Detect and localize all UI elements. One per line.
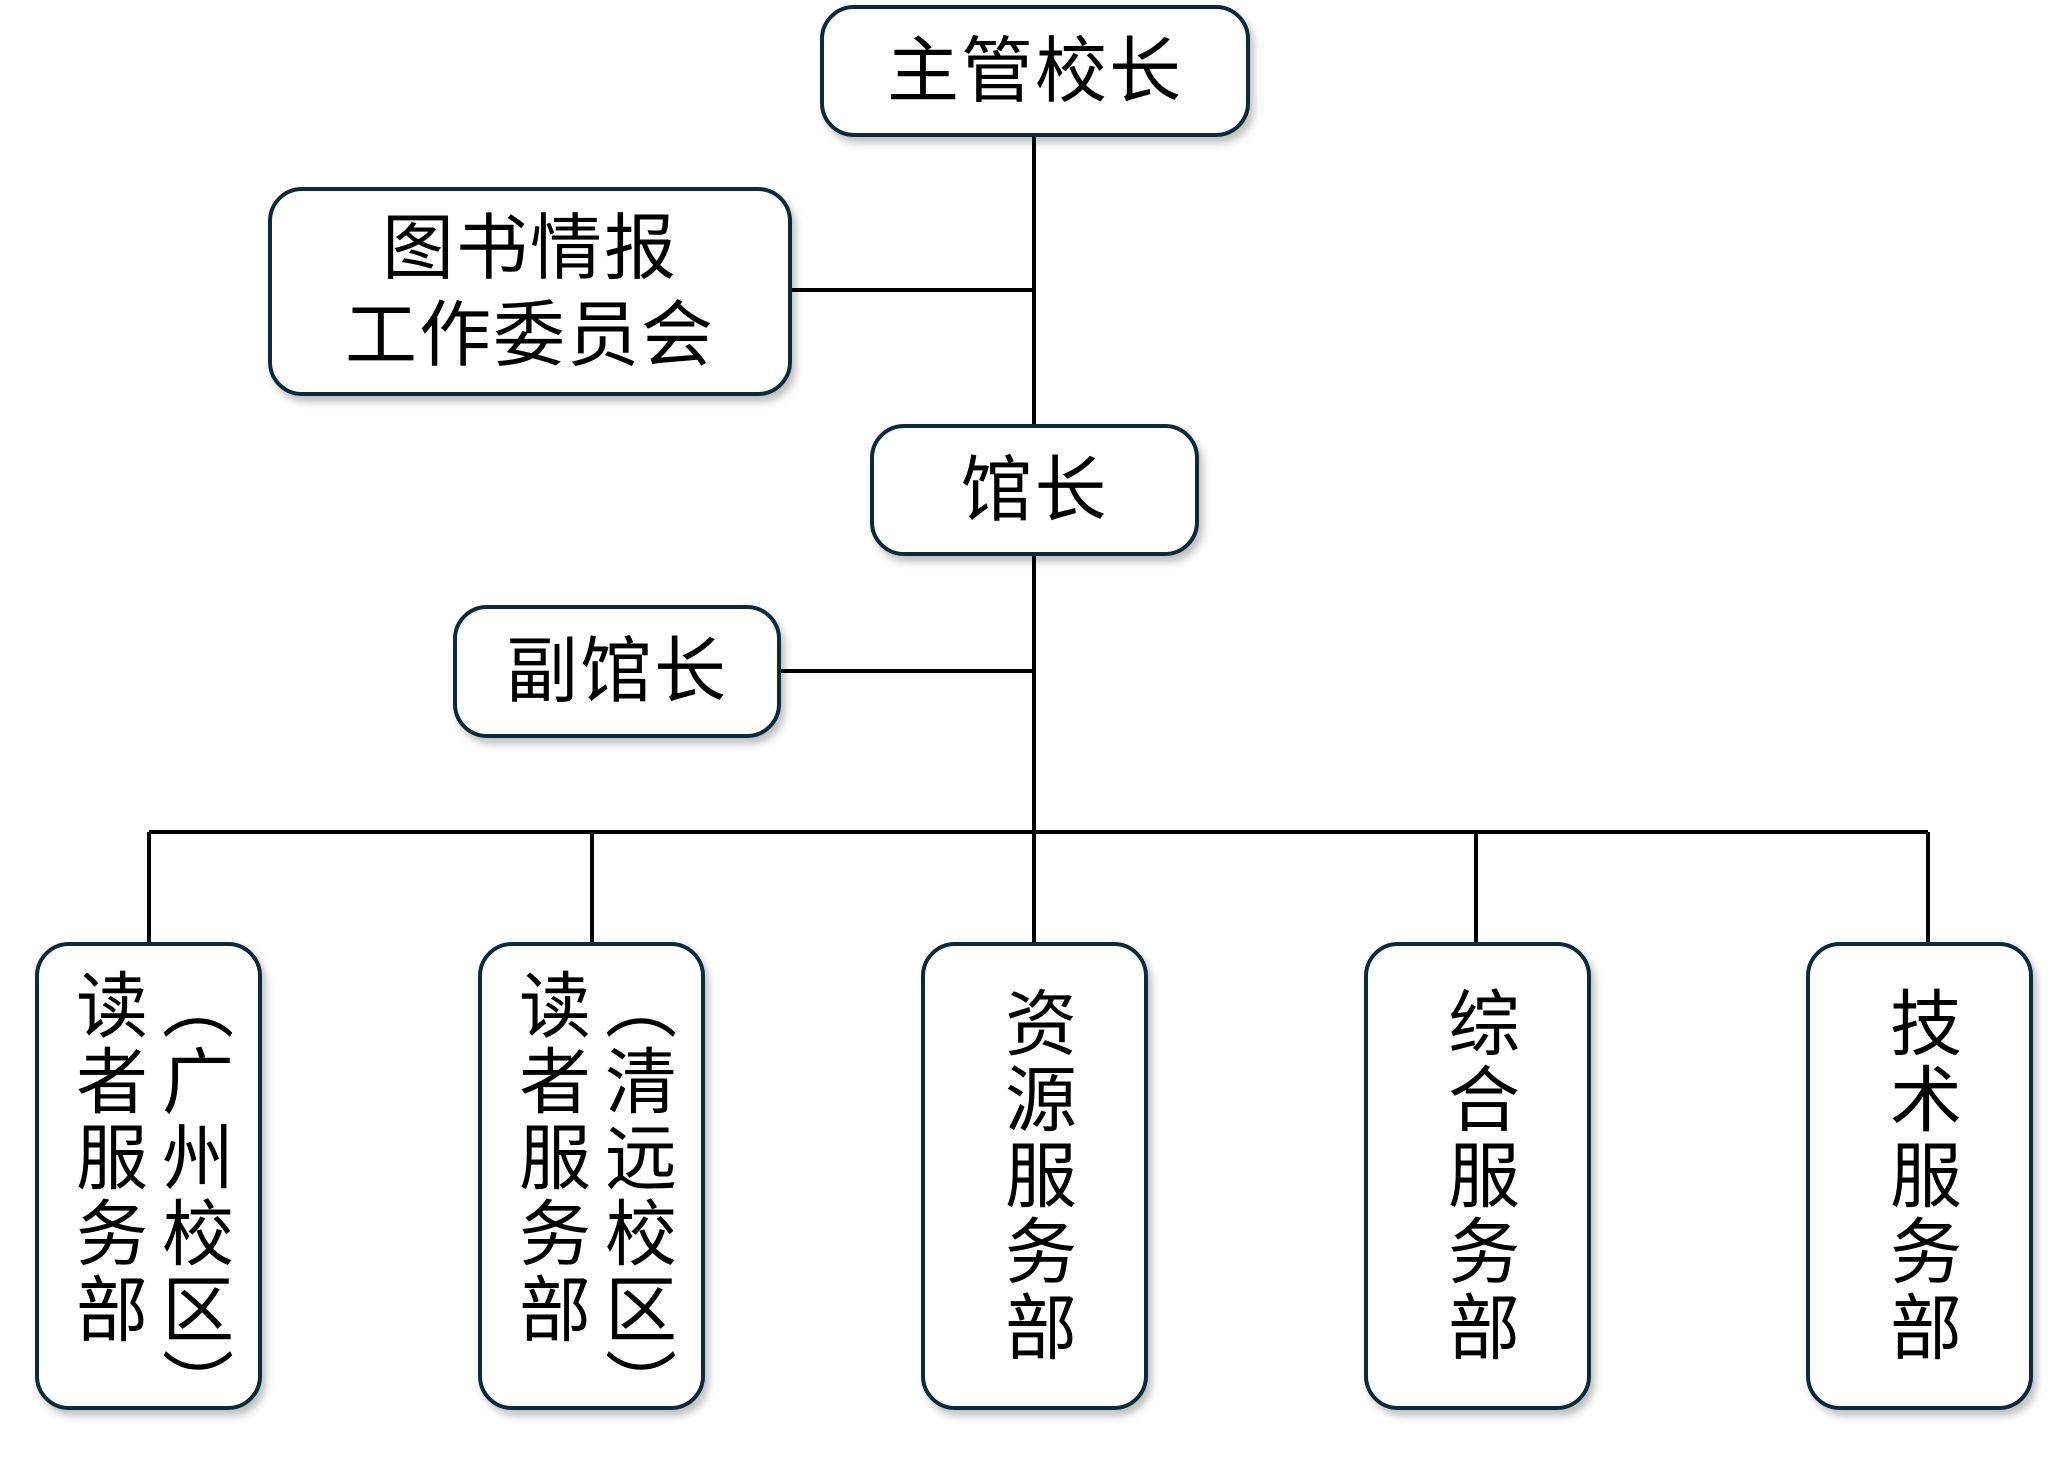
node-label: 主管校长 [886, 28, 1183, 113]
node-label: 馆长 [960, 447, 1109, 532]
node-label: 读者服务部 [63, 968, 148, 1348]
node-label-line1: 图书情报 [381, 206, 678, 291]
node-label: 综合服务部 [1435, 986, 1520, 1366]
node-sublabel: （清远校区） [592, 968, 677, 1424]
node-technical-services: 技术服务部 [1806, 942, 2033, 1410]
node-supervising-principal: 主管校长 [820, 5, 1250, 137]
node-label: 技术服务部 [1877, 986, 1962, 1366]
node-sublabel: （广州校区） [149, 968, 234, 1424]
node-general-services: 综合服务部 [1364, 942, 1591, 1410]
node-label: 资源服务部 [992, 986, 1077, 1366]
node-reader-services-qingyuan: 读者服务部 （清远校区） [478, 942, 705, 1424]
node-deputy-director: 副馆长 [453, 605, 781, 738]
node-label: 副馆长 [505, 629, 728, 714]
node-resource-services: 资源服务部 [921, 942, 1148, 1410]
node-label-line2: 工作委员会 [344, 292, 715, 377]
node-director: 馆长 [870, 424, 1199, 556]
node-label: 读者服务部 [506, 968, 591, 1348]
node-library-committee: 图书情报 工作委员会 [268, 187, 792, 396]
node-reader-services-guangzhou: 读者服务部 （广州校区） [35, 942, 262, 1424]
